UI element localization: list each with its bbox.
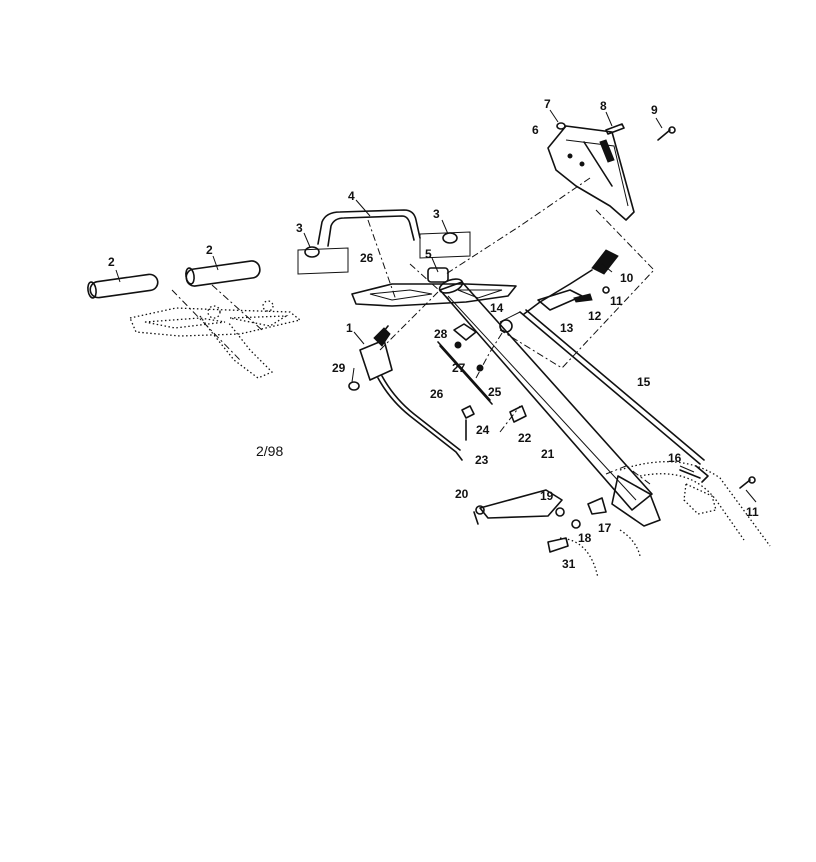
callout-24: 24 <box>476 423 490 437</box>
left-handle-bracket <box>129 300 302 379</box>
callout-15: 15 <box>637 375 651 389</box>
callout-3b: 3 <box>433 207 440 221</box>
callout-10: 10 <box>620 271 634 285</box>
callout-13: 13 <box>560 321 574 335</box>
callout-3a: 3 <box>296 221 303 235</box>
throttle-control <box>348 325 463 461</box>
callout-31: 31 <box>562 557 576 571</box>
handle-grips-left <box>87 260 263 361</box>
main-handle-tube <box>438 278 653 511</box>
small-hardware <box>437 319 527 441</box>
callout-11b: 11 <box>746 505 759 519</box>
callouts: 2 2 3 3 4 5 6 7 8 9 10 11 11 12 13 14 15… <box>108 97 759 571</box>
callout-25: 25 <box>488 385 502 399</box>
callout-7: 7 <box>544 97 551 111</box>
callout-12: 12 <box>588 309 602 323</box>
callout-9: 9 <box>651 103 658 117</box>
callout-14: 14 <box>490 301 504 315</box>
callout-22: 22 <box>518 431 532 445</box>
callout-4: 4 <box>348 189 355 203</box>
callout-8: 8 <box>600 99 607 113</box>
handle-mount-bracket <box>351 267 517 307</box>
callout-27: 27 <box>452 361 466 375</box>
date-code: 2/98 <box>256 443 283 459</box>
callout-26b: 26 <box>430 387 444 401</box>
callout-2b: 2 <box>206 243 213 257</box>
callout-5: 5 <box>425 247 432 261</box>
callout-11a: 11 <box>610 294 623 308</box>
control-rod <box>519 309 709 483</box>
control-lever <box>523 249 619 315</box>
callout-19: 19 <box>540 489 554 503</box>
callout-20: 20 <box>455 487 469 501</box>
callout-16: 16 <box>668 451 682 465</box>
callout-21: 21 <box>541 447 555 461</box>
leader-lines <box>115 109 757 503</box>
lower-pivot-assembly <box>473 461 771 579</box>
control-housing <box>547 122 676 221</box>
callout-28: 28 <box>434 327 448 341</box>
callout-23: 23 <box>475 453 489 467</box>
callout-6: 6 <box>532 123 539 137</box>
assembly-lines <box>379 177 655 485</box>
callout-29: 29 <box>332 361 346 375</box>
callout-18: 18 <box>578 531 592 545</box>
callout-1: 1 <box>346 321 353 335</box>
callout-2a: 2 <box>108 255 115 269</box>
callout-26a: 26 <box>360 251 374 265</box>
callout-17: 17 <box>598 521 612 535</box>
